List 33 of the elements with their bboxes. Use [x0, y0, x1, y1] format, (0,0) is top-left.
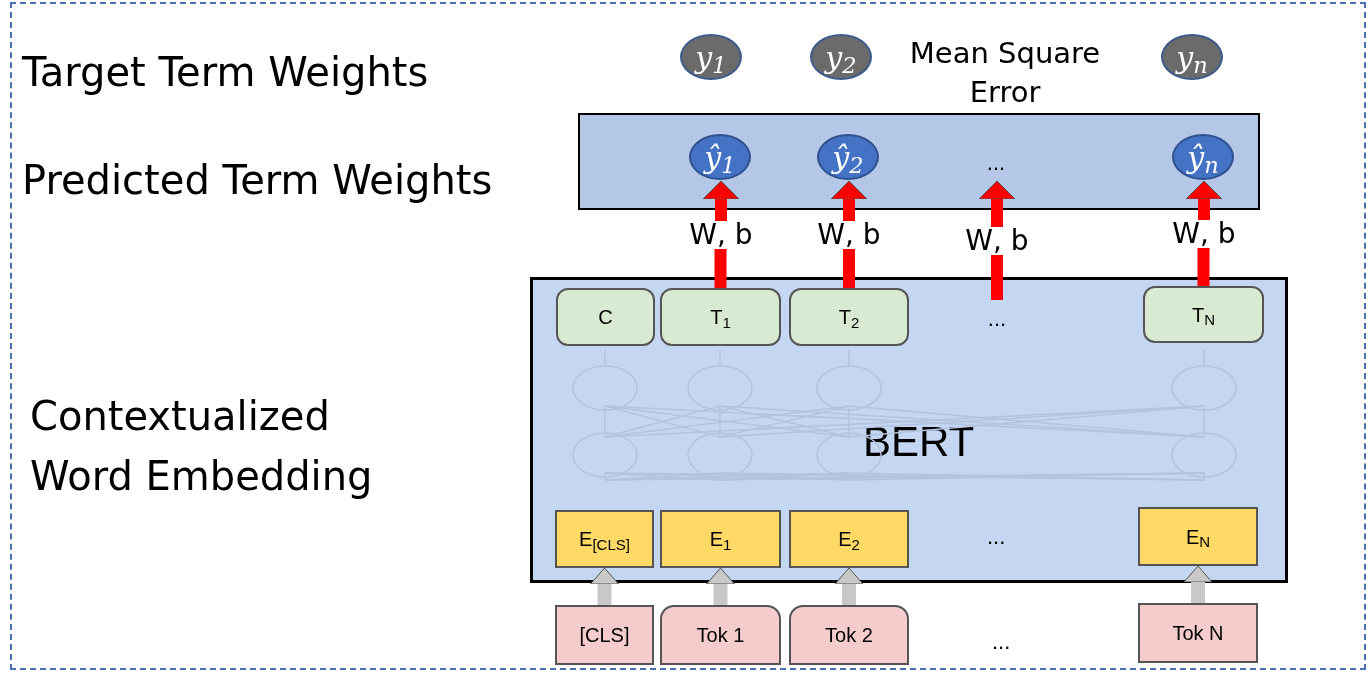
row-heading: Contextualized Word Embedding	[30, 392, 374, 501]
embedding-box: E$_{2}$	[789, 510, 909, 568]
output-token-box: T$_{N}$	[1143, 286, 1264, 343]
target-weight-circle: y$_{2}$	[810, 34, 872, 80]
embedding-box: E$_{1}$	[660, 510, 781, 568]
predicted-weight-circle: ŷ$_{n}$	[1172, 134, 1234, 180]
row-heading: Target Term Weights	[22, 48, 429, 97]
predicted-weight-circle: ŷ$_{1}$	[689, 134, 751, 180]
target-weight-circle: y$_{1}$	[680, 34, 742, 80]
arrow	[1183, 565, 1213, 603]
input-token-box: [CLS]	[555, 605, 654, 665]
output-token-box: T$_{1}$	[660, 288, 781, 346]
embedding-box: E$_{N}$	[1138, 507, 1258, 566]
output-token-box: C	[556, 288, 655, 346]
input-token-box: Tok 2	[789, 605, 909, 665]
loss-label: Mean Square Error	[908, 35, 1102, 112]
ellipsis-text: ...	[977, 300, 1017, 336]
model-name: BERT	[863, 417, 975, 467]
target-weight-circle: y$_{n}$	[1161, 34, 1223, 80]
row-heading: Predicted Term Weights	[22, 156, 493, 205]
arrow	[834, 567, 864, 605]
predicted-weights-panel	[578, 113, 1260, 210]
ellipsis-text: ...	[987, 523, 1006, 551]
input-token-box: Tok 1	[660, 605, 781, 665]
ellipsis-text: ...	[992, 628, 1011, 656]
ellipsis-text: ...	[976, 144, 1016, 180]
arrow	[706, 567, 735, 605]
input-token-box: Tok N	[1138, 603, 1258, 663]
output-token-box: T$_{2}$	[789, 288, 909, 346]
embedding-box: E$_{[CLS]}$	[555, 510, 654, 568]
arrow	[590, 567, 619, 605]
predicted-weight-circle: ŷ$_{2}$	[817, 134, 879, 180]
model-box	[530, 277, 1288, 583]
